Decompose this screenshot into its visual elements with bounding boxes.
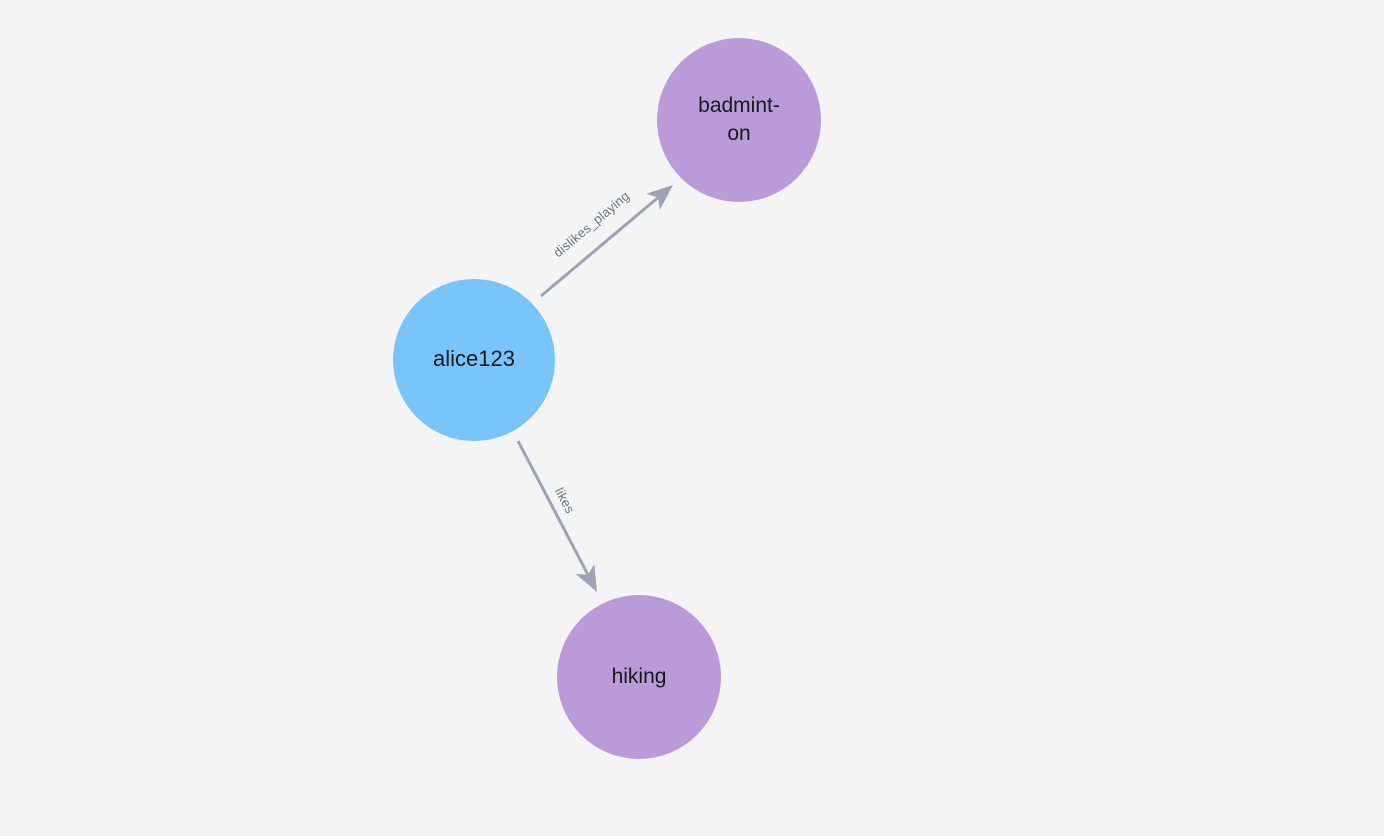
edge-shaft (516, 440, 590, 575)
node-circle[interactable] (557, 595, 721, 759)
node-label-line: on (727, 121, 750, 144)
edge-shaft (540, 196, 659, 298)
nodes-layer: badmint-on alice123 hiking (393, 38, 821, 759)
node-label: hiking (612, 665, 667, 688)
graph-node-alice123[interactable]: alice123 (393, 279, 555, 441)
graph-edge[interactable] (516, 440, 597, 592)
edge-arrowhead (575, 564, 597, 592)
node-circle[interactable] (657, 38, 821, 202)
node-label: badmint-on (698, 94, 780, 145)
edge-label: dislikes_playing (550, 188, 632, 260)
node-label: alice123 (433, 346, 515, 371)
node-label-line: badmint- (698, 94, 780, 117)
edges-layer (516, 185, 673, 592)
edge-arrowhead (646, 185, 673, 210)
node-circle[interactable] (393, 279, 555, 441)
graph-edge[interactable] (540, 185, 673, 298)
node-label-line: alice123 (433, 346, 515, 371)
node-label-line: hiking (612, 665, 667, 688)
graph-node-badminton[interactable]: badmint-on (657, 38, 821, 202)
graph-node-hiking[interactable]: hiking (557, 595, 721, 759)
